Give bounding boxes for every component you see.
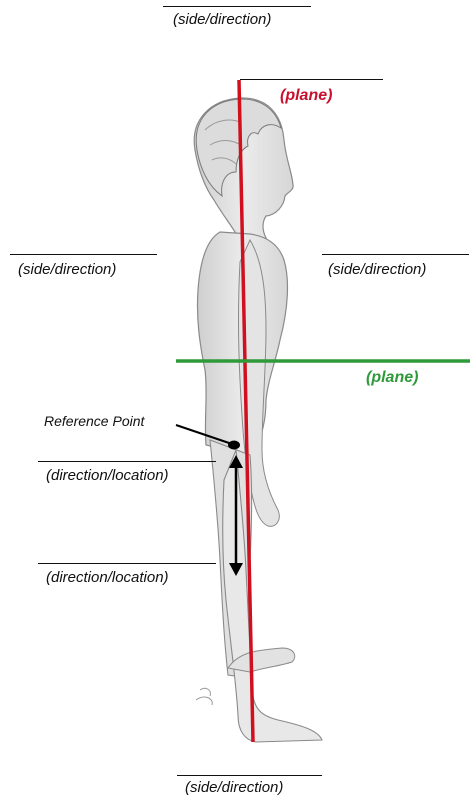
lower-location-blank — [38, 563, 216, 564]
front-leg — [223, 450, 322, 742]
vertical-plane-label: (plane) — [280, 87, 332, 105]
bottom-side-label: (side/direction) — [185, 779, 283, 796]
vertical-plane-blank — [240, 79, 383, 80]
lower-location-label: (direction/location) — [46, 569, 169, 586]
reference-point-label: Reference Point — [44, 413, 144, 429]
right-side-label: (side/direction) — [328, 261, 426, 278]
upper-location-label: (direction/location) — [46, 467, 169, 484]
right-side-blank — [322, 254, 469, 255]
reference-point-dot — [228, 441, 240, 450]
upper-location-blank — [38, 461, 216, 462]
bottom-side-blank — [177, 775, 322, 776]
top-side-blank — [163, 6, 311, 7]
top-side-label: (side/direction) — [173, 11, 271, 28]
left-side-blank — [10, 254, 157, 255]
left-side-label: (side/direction) — [18, 261, 116, 278]
horizontal-plane-label: (plane) — [366, 369, 418, 387]
